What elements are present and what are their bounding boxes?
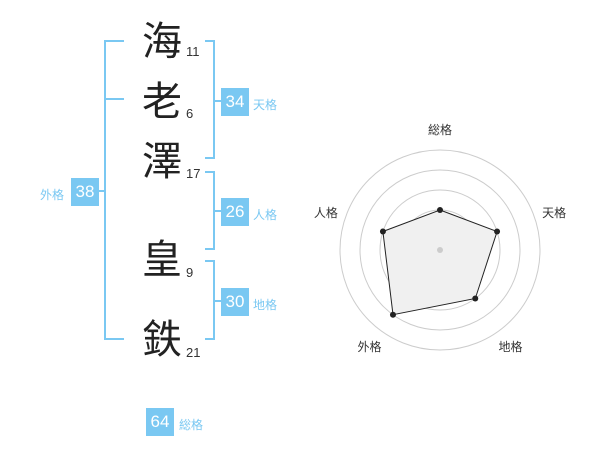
radar-center xyxy=(437,247,443,253)
radar-axis-label-2: 天格 xyxy=(542,205,566,220)
stroke-count-3: 17 xyxy=(186,166,201,181)
name-char-2: 老 xyxy=(142,79,182,125)
chikaku-value: 30 xyxy=(221,288,249,316)
tenkaku-label: 天格 xyxy=(253,98,278,112)
name-char-4: 皇 xyxy=(142,237,182,283)
radar-axis-label-3: 地格 xyxy=(498,339,522,354)
stroke-count-2: 6 xyxy=(186,106,194,121)
stroke-count-4: 9 xyxy=(186,265,194,280)
radar-point-2 xyxy=(494,228,501,235)
gaikaku-connector xyxy=(98,190,104,192)
jinkaku-connector xyxy=(215,210,221,212)
radar-point-1 xyxy=(437,207,443,213)
gaikaku-label: 外格 xyxy=(40,188,65,202)
radar-axis-label-4: 外格 xyxy=(357,339,381,354)
radar-point-5 xyxy=(379,228,386,235)
jinkaku-bracket xyxy=(205,171,215,250)
radar-axis-label-5: 人格 xyxy=(314,205,338,220)
chikaku-label: 地格 xyxy=(253,298,278,312)
radar-ring-3 xyxy=(379,189,501,311)
tenkaku-value: 34 xyxy=(221,88,249,116)
chikaku-connector xyxy=(215,300,221,302)
chikaku-bracket xyxy=(205,260,215,340)
stroke-count-5: 21 xyxy=(186,345,201,360)
tenkaku-connector xyxy=(215,100,221,102)
gaikaku-bracket xyxy=(104,40,124,340)
name-char-3: 澤 xyxy=(142,139,182,185)
radar-axis-label-1: 総格 xyxy=(428,122,452,137)
gaikaku-value: 38 xyxy=(71,178,99,206)
soukaku-value: 64 xyxy=(146,408,174,436)
radar-point-3 xyxy=(472,295,479,302)
gaikaku-inner-tick xyxy=(106,98,124,100)
name-char-5: 鉄 xyxy=(142,317,182,363)
radar-polygon xyxy=(382,209,498,316)
jinkaku-value: 26 xyxy=(221,198,249,226)
radar-ring-4 xyxy=(359,169,521,331)
stroke-count-1: 11 xyxy=(186,44,200,59)
tenkaku-bracket xyxy=(205,40,215,159)
radar-point-4 xyxy=(389,311,396,318)
jinkaku-label: 人格 xyxy=(253,208,278,222)
radar-ring-5 xyxy=(339,149,541,351)
name-char-1: 海 xyxy=(142,19,182,65)
soukaku-label: 総格 xyxy=(179,418,204,432)
